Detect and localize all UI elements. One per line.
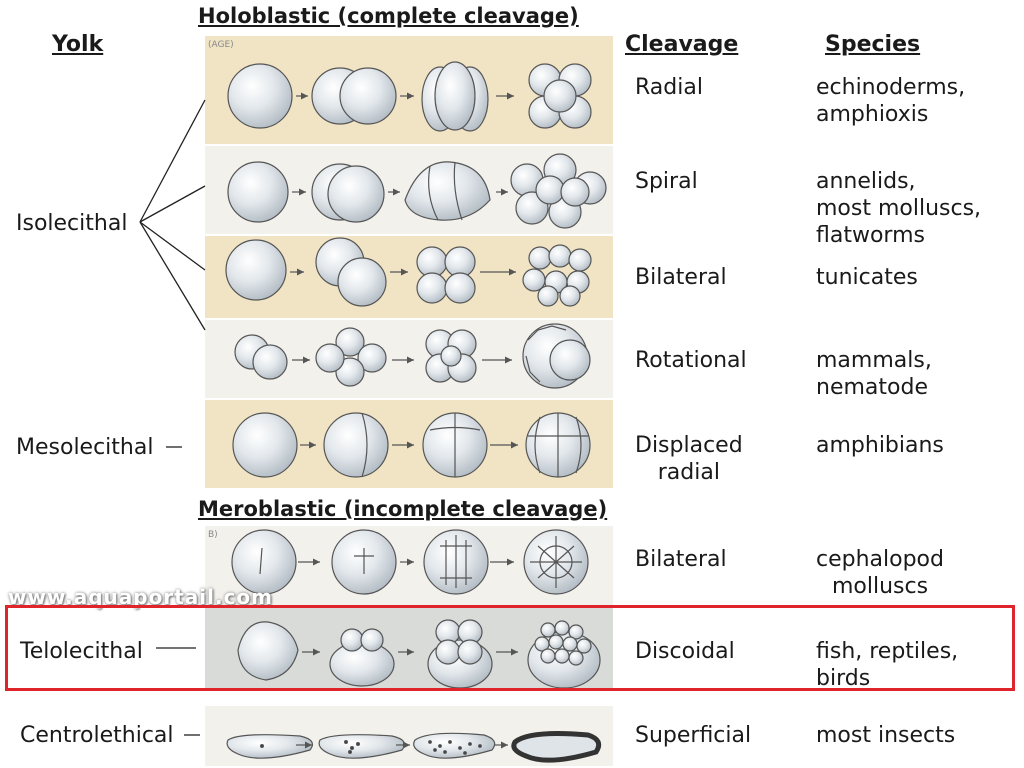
yolk-mesolecithal: Mesolecithal [16,435,154,460]
species-rotational: mammals, nematode [816,348,932,400]
cephalopod-embryo-4 [523,529,589,595]
species-discoidal: fish, reptiles, birds [816,639,959,691]
cleavage-bilateral: Bilateral [635,265,727,290]
holoblastic-title: Holoblastic (complete cleavage) [198,4,579,28]
yolk-centrolecithal: Centrolethical [20,723,174,748]
highlight-box-telolecithal [5,605,1015,691]
species-superficial: most insects [816,723,956,748]
radial-embryo-3 [421,61,489,132]
cleavage-discoidal: Discoidal [635,639,735,664]
cephalopod-embryo-3 [423,529,489,595]
superficial-embryo-2 [318,734,405,759]
discoidal-embryo-4 [527,620,601,689]
radial-embryo-2 [311,67,397,125]
superficial-embryo-4 [511,731,602,763]
cleavage-rotational: Rotational [635,348,747,373]
cephalopod-embryo-1 [231,529,297,595]
spiral-embryo-1 [227,161,289,223]
cleavage-superficial: Superficial [635,723,752,748]
rotational-embryo-3 [425,329,477,383]
panel-mark-bottom: B) [208,530,218,540]
discoidal-embryo-1 [237,621,299,681]
cleavage-bilateral-meroblastic: Bilateral [635,547,727,572]
displaced-radial-embryo-4 [525,412,591,478]
species-header: Species [825,32,921,57]
radial-embryo-4 [528,63,592,129]
species-cephalopod: cephalopod molluscs [816,547,944,599]
cleavage-header: Cleavage [625,32,739,57]
bilateral-embryo-1 [225,239,287,301]
species-radial: echinoderms, amphioxis [816,75,966,127]
cephalopod-embryo-2 [331,529,397,595]
superficial-embryo-3 [413,732,496,759]
species-bilateral: tunicates [816,265,918,290]
yolk-connectors [139,99,206,736]
arrows [290,92,518,749]
bilateral-embryo-3 [416,246,476,304]
superficial-embryo-1 [226,734,313,759]
displaced-radial-embryo-1 [232,412,298,478]
rotational-embryo-4 [522,323,591,389]
yolk-header: Yolk [52,32,104,57]
rotational-embryo-1 [234,334,288,380]
spiral-embryo-2 [311,163,385,223]
yolk-telolecithal: Telolecithal [20,639,143,664]
panel-mark-top: (AGE) [208,40,234,50]
bilateral-embryo-4 [522,244,592,307]
species-spiral: annelids, most molluscs, flatworms [816,169,982,248]
meroblastic-title: Meroblastic (incomplete cleavage) [198,497,608,521]
discoidal-embryo-3 [427,619,493,689]
yolk-isolecithal: Isolecithal [16,211,128,236]
spiral-embryo-4 [510,153,607,229]
discoidal-embryo-2 [329,628,395,687]
displaced-radial-embryo-2 [323,412,389,478]
displaced-radial-embryo-3 [422,412,488,478]
spiral-embryo-3 [404,161,491,221]
cleavage-radial: Radial [635,75,703,100]
radial-embryo-1 [227,63,293,129]
bilateral-embryo-2 [315,237,387,307]
cleavage-spiral: Spiral [635,169,698,194]
species-displaced-radial: amphibians [816,433,944,458]
cleavage-displaced-radial: Displaced radial [635,433,743,485]
rotational-embryo-2 [315,327,387,387]
